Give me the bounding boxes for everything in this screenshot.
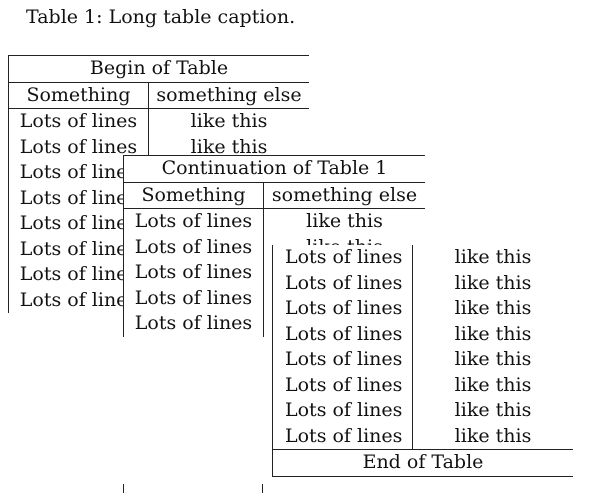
- column-header-2: something else: [148, 82, 309, 109]
- table-continuation-title: Continuation of Table 1: [123, 155, 425, 183]
- cell-col2: like this: [412, 270, 573, 296]
- cell-col1: Lots of lines: [123, 285, 264, 311]
- cell-col1: Lots of lines: [272, 270, 413, 296]
- cell-col1: Lots of lines: [272, 296, 413, 322]
- cell-col2: like this: [412, 372, 573, 398]
- cell-col2: like this: [412, 398, 573, 424]
- cell-col1: Lots of lines: [8, 108, 149, 135]
- cell-col1: Lots of lines: [123, 208, 264, 235]
- cell-col1: Lots of lines: [123, 234, 264, 260]
- cell-col1: Lots of lines: [272, 372, 413, 398]
- column-header-1: Something: [123, 182, 264, 209]
- cell-col2: like this: [412, 245, 573, 271]
- cell-col1: Lots of lines: [123, 311, 264, 337]
- rule-stub: [123, 484, 124, 493]
- table-begin-title: Begin of Table: [8, 55, 309, 83]
- cell-col1: Lots of lines: [272, 245, 413, 271]
- table-end-footer: End of Table: [272, 449, 573, 477]
- cell-col2: like this: [263, 208, 425, 235]
- cell-col2: like this: [412, 423, 573, 450]
- cell-col2: like this: [412, 296, 573, 322]
- cell-col1: Lots of lines: [272, 321, 413, 347]
- cell-col2: like this: [148, 108, 309, 135]
- rule-stub: [262, 484, 263, 493]
- table-caption: Table 1: Long table caption.: [26, 6, 296, 28]
- cell-col1: Lots of lines: [272, 347, 413, 373]
- column-header-1: Something: [8, 82, 149, 109]
- cell-col1: Lots of lines: [272, 423, 413, 450]
- cell-col2: like this: [412, 347, 573, 373]
- column-header-2: something else: [263, 182, 425, 209]
- cell-col2: like this: [412, 321, 573, 347]
- cell-col1: Lots of lines: [123, 260, 264, 286]
- cell-col1: Lots of lines: [272, 398, 413, 424]
